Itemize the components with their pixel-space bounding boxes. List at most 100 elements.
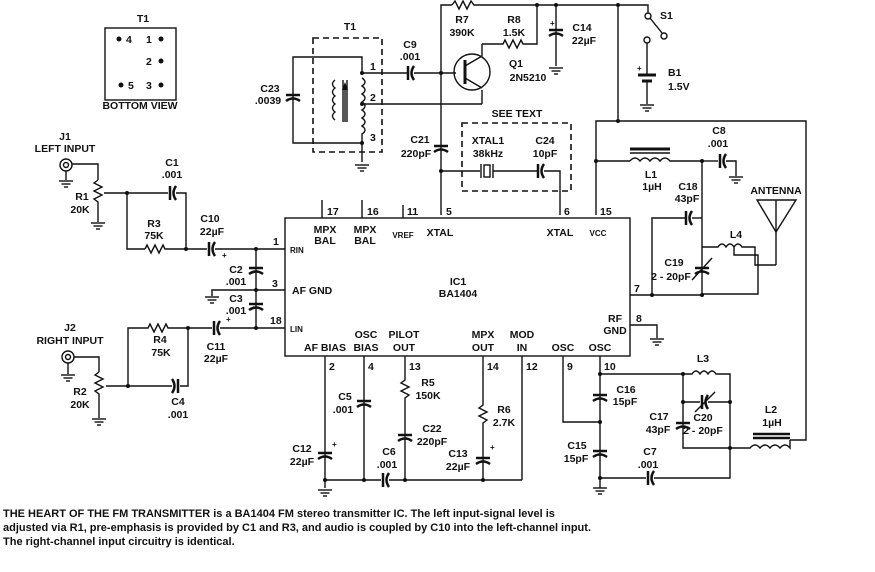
c21-value: 220pF	[401, 148, 432, 160]
pin-name: XTAL	[427, 227, 454, 239]
c18-value: 43pF	[675, 193, 700, 205]
c23-ref: C23	[260, 83, 279, 95]
l2-ref: L2	[765, 404, 777, 416]
j1-label: LEFT INPUT	[35, 143, 96, 155]
c13-ref: C13	[448, 448, 467, 460]
q1-transistor: Q1 2N5210	[453, 44, 547, 91]
pin-name: IN	[517, 342, 528, 354]
c14-ref: C14	[572, 22, 591, 34]
c3-value: .001	[226, 305, 247, 317]
c10-ref: C10	[200, 213, 219, 225]
pin-name: AF GND	[292, 285, 333, 297]
t1-transformer: T1 1 2 3	[292, 21, 383, 172]
pin-name: OUT	[393, 342, 416, 354]
c19-value: 2 - 20pF	[651, 271, 691, 283]
c6-value: .001	[377, 459, 398, 471]
pin-name: BAL	[354, 235, 376, 247]
c6-ref: C6	[382, 446, 396, 458]
pin-number: 13	[409, 361, 421, 373]
caption-headline: THE HEART OF THE FM TRANSMITTER	[3, 508, 211, 520]
c3-ref: C3	[229, 293, 243, 305]
c1-ref: C1	[165, 157, 179, 169]
c10-value: 22µF	[200, 226, 225, 238]
s1-switch[interactable]: S1	[618, 4, 673, 44]
pin-name: RIN	[290, 246, 304, 255]
pin-name: BAL	[314, 235, 336, 247]
r5-ref: R5	[421, 377, 435, 389]
pin-name: AF BIAS	[304, 342, 346, 354]
pin-label: 4	[126, 34, 132, 46]
polarity-plus: +	[226, 315, 231, 324]
antenna-icon	[755, 199, 798, 265]
pin-name: GND	[603, 325, 627, 337]
figure-caption: THE HEART OF THE FM TRANSMITTER is a BA1…	[3, 507, 603, 549]
j2-right-input-jack[interactable]	[61, 350, 75, 364]
r7-ref: R7	[455, 14, 469, 26]
pin-name: BIAS	[353, 342, 378, 354]
l2-value: 1µH	[762, 417, 781, 429]
c20-ref: C20	[693, 412, 712, 424]
r7-value: 390K	[449, 27, 475, 39]
xtal1-ref: XTAL1	[472, 135, 505, 147]
c1-value: .001	[162, 169, 183, 181]
r5-value: 150K	[415, 390, 441, 402]
pin-name: VREF	[392, 231, 413, 240]
c15-value: 15pF	[564, 453, 589, 465]
c19-ref: C19	[664, 257, 683, 269]
pin-name: VCC	[590, 229, 607, 238]
pin-label: 1	[146, 34, 152, 46]
l4-ref: L4	[730, 229, 742, 241]
j1-left-input-jack[interactable]	[59, 158, 73, 172]
pin-number: 11	[407, 206, 418, 218]
j2-ref: J2	[64, 322, 76, 334]
c11-ref: C11	[207, 341, 226, 353]
pin-name: OSC	[552, 342, 575, 354]
c23-capacitor: C23 .0039	[255, 83, 302, 107]
c16-value: 15pF	[613, 396, 638, 408]
r4-ref: R4	[153, 334, 167, 346]
c4-value: .001	[168, 409, 189, 421]
r3-value: 75K	[144, 230, 164, 242]
pin-name: PILOT	[389, 329, 421, 341]
c22-ref: C22	[422, 423, 441, 435]
pin-number: 9	[567, 361, 573, 373]
c8-ref: C8	[712, 125, 726, 137]
r8-value: 1.5K	[503, 27, 526, 39]
pin-name: MPX	[314, 224, 337, 236]
c7-value: .001	[638, 459, 659, 471]
polarity-plus: +	[490, 443, 495, 452]
ground-icon	[354, 164, 370, 172]
s1-ref: S1	[660, 10, 673, 22]
c17-ref: C17	[649, 411, 668, 423]
r1-ref: R1	[75, 191, 89, 203]
c20-value: 2 - 20pF	[683, 425, 723, 437]
r2-value: 20K	[70, 399, 90, 411]
pin-name: MPX	[472, 329, 495, 341]
pin-number: 16	[367, 206, 379, 218]
t1-pinout-caption: BOTTOM VIEW	[102, 100, 177, 112]
antenna-label: ANTENNA	[750, 185, 802, 197]
pin-number: 7	[634, 283, 640, 295]
pin-number: 8	[636, 313, 642, 325]
r4-value: 75K	[151, 347, 171, 359]
pin-label: 2	[146, 56, 152, 68]
c22-value: 220pF	[417, 436, 448, 448]
l1-ref: L1	[645, 169, 657, 181]
r8-ref: R8	[507, 14, 521, 26]
pin-number: 1	[273, 236, 279, 248]
c5-value: .001	[333, 404, 354, 416]
pin-label: 5	[128, 80, 134, 92]
c5-ref: C5	[338, 391, 352, 403]
j2-label: RIGHT INPUT	[36, 335, 104, 347]
c18-ref: C18	[678, 181, 697, 193]
pin-number: 2	[329, 361, 335, 373]
r2-ref: R2	[73, 386, 87, 398]
r3-ref: R3	[147, 218, 161, 230]
ic1-part: BA1404	[439, 288, 478, 300]
r6-ref: R6	[497, 404, 511, 416]
b1-value: 1.5V	[668, 81, 690, 93]
r6-value: 2.7K	[493, 417, 516, 429]
pin-name: OUT	[472, 342, 495, 354]
r1-value: 20K	[70, 204, 90, 216]
